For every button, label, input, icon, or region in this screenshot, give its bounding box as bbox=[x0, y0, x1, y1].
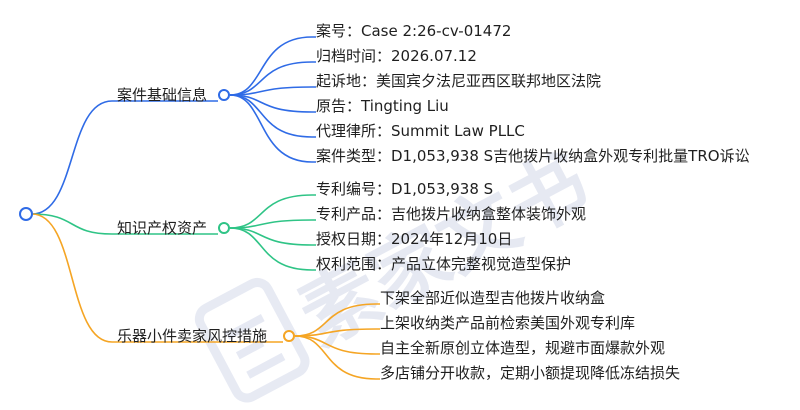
leaf-label: 专利产品：吉他拨片收纳盒整体装饰外观 bbox=[316, 205, 586, 223]
leaf-label: 上架收纳类产品前检索美国外观专利库 bbox=[380, 314, 635, 332]
branch-node bbox=[283, 330, 295, 342]
leaf-connector bbox=[229, 94, 316, 113]
branch-nodes bbox=[218, 89, 295, 342]
leaf-label: 专利编号：D1,053,938 S bbox=[316, 180, 493, 198]
leaf-list: 专利编号：D1,053,938 S 专利产品：吉他拨片收纳盒整体装饰外观 授权日… bbox=[316, 180, 586, 273]
leaf-connector bbox=[294, 328, 380, 337]
leaf-connector bbox=[229, 94, 316, 163]
branch-connector bbox=[31, 213, 218, 235]
leaf-connector bbox=[229, 219, 316, 229]
leaf-connector bbox=[294, 303, 380, 337]
branch-label: 乐器小件卖家风控措施 bbox=[117, 327, 267, 345]
leaf-label: 下架全部近似造型吉他拨片收纳盒 bbox=[380, 289, 605, 307]
branch-label: 案件基础信息 bbox=[117, 86, 207, 104]
leaf-connector bbox=[229, 194, 316, 229]
leaf-connector bbox=[229, 94, 316, 138]
leaf-connector bbox=[229, 227, 316, 271]
leaf-connector bbox=[229, 36, 316, 96]
connector-lines bbox=[31, 36, 380, 380]
branch-connector bbox=[31, 213, 283, 343]
branch-label: 知识产权资产 bbox=[117, 219, 207, 237]
leaf-label: 代理律所：Summit Law PLLC bbox=[316, 122, 525, 140]
leaf-label: 案件类型：D1,053,938 S吉他拨片收纳盒外观专利批量TRO诉讼 bbox=[316, 147, 750, 165]
leaf-label: 授权日期：2024年12月10日 bbox=[316, 230, 512, 248]
leaf-list: 下架全部近似造型吉他拨片收纳盒 上架收纳类产品前检索美国外观专利库 自主全新原创… bbox=[380, 289, 680, 382]
branch-connector bbox=[31, 100, 218, 215]
leaf-connector bbox=[294, 335, 380, 380]
branch-node bbox=[218, 89, 230, 101]
leaf-connector bbox=[229, 61, 316, 96]
branch-node bbox=[218, 222, 230, 234]
root-node bbox=[19, 207, 33, 221]
leaf-connector bbox=[229, 86, 316, 96]
branch: 案件基础信息 案号：Case 2:26-cv-01472 归档时间：2026.0… bbox=[117, 22, 750, 165]
branch: 知识产权资产 专利编号：D1,053,938 S 专利产品：吉他拨片收纳盒整体装… bbox=[117, 180, 586, 273]
leaf-label: 权利范围：产品立体完整视觉造型保护 bbox=[316, 255, 571, 273]
leaf-label: 起诉地：美国宾夕法尼亚西区联邦地区法院 bbox=[316, 72, 601, 90]
document-logo-icon bbox=[194, 277, 310, 403]
leaf-list: 案号：Case 2:26-cv-01472 归档时间：2026.07.12 起诉… bbox=[316, 22, 750, 165]
leaf-label: 案号：Case 2:26-cv-01472 bbox=[316, 22, 511, 40]
leaf-label: 多店铺分开收款，定期小额提现降低冻结损失 bbox=[380, 364, 680, 382]
branch: 乐器小件卖家风控措施 下架全部近似造型吉他拨片收纳盒 上架收纳类产品前检索美国外… bbox=[117, 289, 680, 382]
leaf-connector bbox=[294, 335, 380, 355]
leaf-connector bbox=[229, 227, 316, 246]
leaf-label: 归档时间：2026.07.12 bbox=[316, 47, 477, 65]
leaf-label: 自主全新原创立体造型，规避市面爆款外观 bbox=[380, 339, 665, 357]
leaf-label: 原告：Tingting Liu bbox=[316, 97, 449, 115]
